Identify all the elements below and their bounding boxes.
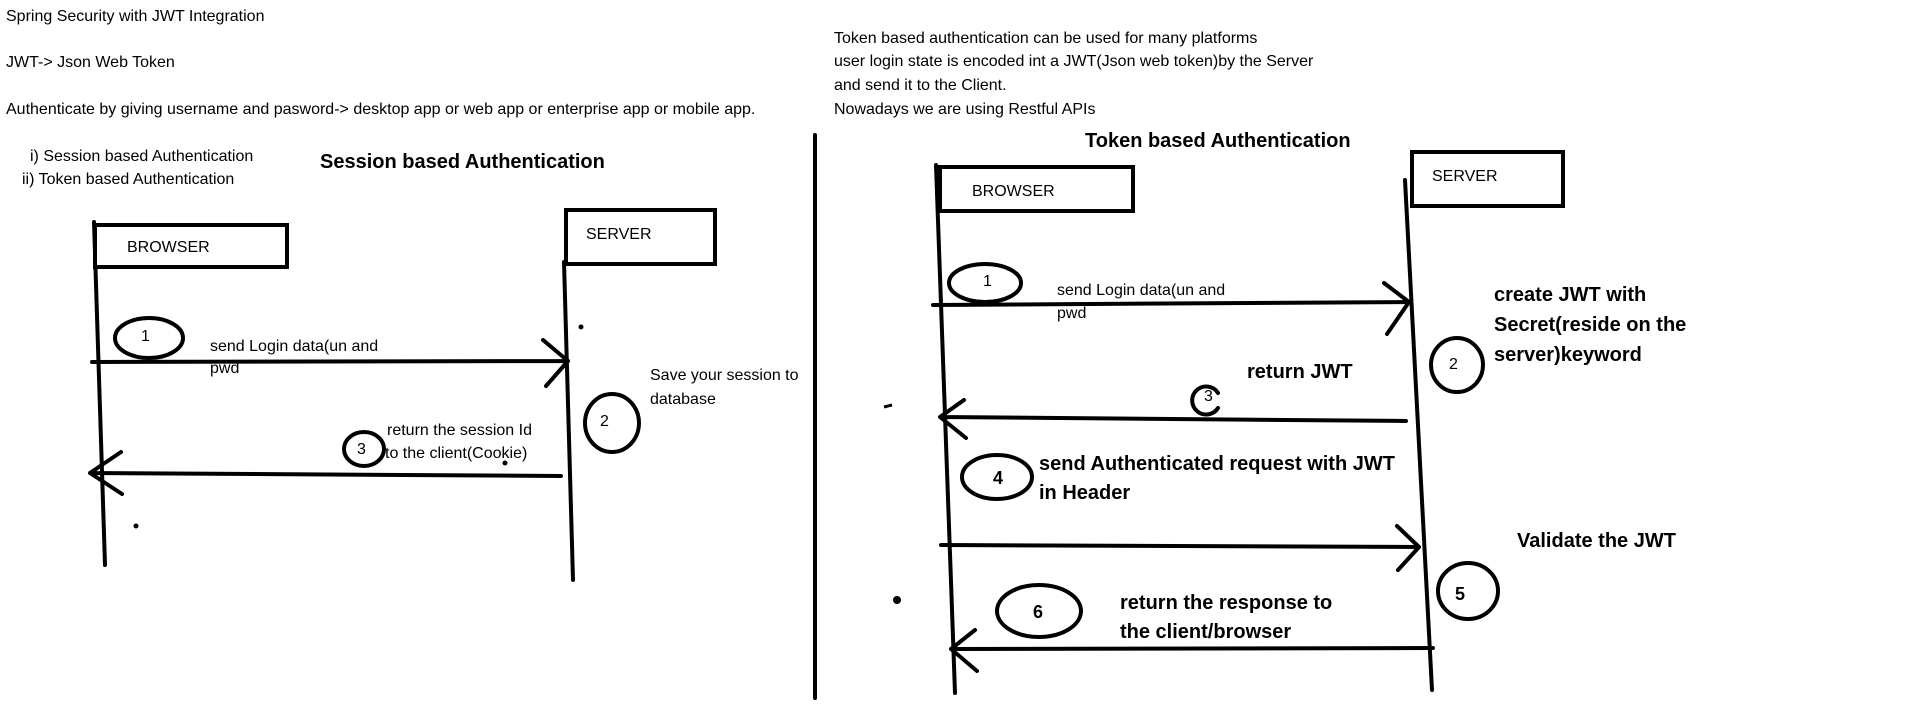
header-authenticate-note: Authenticate by giving username and pasw… <box>6 101 756 118</box>
token-step1-label-1: send Login data(un and <box>1057 282 1226 299</box>
session-server-box: SERVER <box>564 208 717 266</box>
token-step2-label-1: create JWT with <box>1494 284 1647 306</box>
token-step1-circle <box>947 262 1023 304</box>
token-step4-label-2: in Header <box>1039 482 1131 504</box>
token-server-label: SERVER <box>1432 168 1498 185</box>
token-step5-number: 5 <box>1455 584 1466 604</box>
session-browser-box: BROWSER <box>93 223 289 269</box>
token-arrow-login <box>931 281 1411 336</box>
session-step2-label-1: Save your session to <box>650 367 799 384</box>
token-step5-label: Validate the JWT <box>1517 530 1676 552</box>
session-step3-label-1: return the session Id <box>387 422 532 439</box>
session-step2-number: 2 <box>600 413 609 430</box>
session-title: Session based Authentication <box>320 151 605 173</box>
session-arrow-login <box>90 338 570 388</box>
token-arrow-auth-request <box>939 524 1421 572</box>
intro-line-3: and send it to the Client. <box>834 77 1007 94</box>
session-server-label: SERVER <box>586 226 652 243</box>
token-browser-label: BROWSER <box>972 183 1055 200</box>
session-step3-number: 3 <box>357 441 366 458</box>
stray-dot <box>133 523 139 529</box>
session-step1-label-2: pwd <box>210 360 240 377</box>
stray-mark <box>883 403 893 409</box>
intro-line-1: Token based authentication can be used f… <box>834 30 1258 47</box>
session-step1-circle <box>113 316 185 360</box>
stray-dot <box>578 324 584 330</box>
token-browser-box: BROWSER <box>938 165 1135 213</box>
token-arrow-response <box>949 628 1435 673</box>
token-step4-number: 4 <box>993 468 1004 488</box>
token-step3-number: 3 <box>1204 388 1213 405</box>
token-step1-label-2: pwd <box>1057 305 1087 322</box>
header-title: Spring Security with JWT Integration <box>6 8 265 25</box>
token-step3-circle <box>1190 384 1220 417</box>
auth-type-session: i) Session based Authentication <box>30 148 254 165</box>
token-step4-label-1: send Authenticated request with JWT <box>1039 453 1395 475</box>
stray-dot <box>893 596 901 604</box>
header-jwt-definition: JWT-> Json Web Token <box>6 54 175 71</box>
session-step2-label-2: database <box>650 391 716 408</box>
token-title: Token based Authentication <box>1085 130 1351 152</box>
token-step2-number: 2 <box>1449 356 1458 373</box>
token-step2-label-2: Secret(reside on the <box>1494 314 1687 336</box>
token-step4-circle <box>960 453 1034 501</box>
session-step1-number: 1 <box>141 328 150 345</box>
session-arrow-return <box>88 450 563 496</box>
session-browser-label: BROWSER <box>127 239 210 256</box>
intro-line-2: user login state is encoded int a JWT(Js… <box>834 53 1314 70</box>
token-step1-number: 1 <box>983 273 992 290</box>
token-step6-label-1: return the response to <box>1120 592 1333 614</box>
session-step1-label-1: send Login data(un and <box>210 338 379 355</box>
token-arrow-return-jwt <box>938 398 1408 440</box>
token-server-box: SERVER <box>1410 150 1565 208</box>
token-step5-circle <box>1436 561 1500 621</box>
stray-dot <box>502 460 508 466</box>
token-step2-label-3: server)keyword <box>1494 344 1642 366</box>
session-step3-circle <box>342 430 386 468</box>
token-step2-circle <box>1429 336 1485 394</box>
session-step3-label-2: to the client(Cookie) <box>385 445 528 462</box>
token-step6-circle <box>995 583 1083 639</box>
token-browser-lifeline <box>934 163 957 695</box>
session-step2-circle <box>583 392 641 454</box>
token-step3-label: return JWT <box>1247 361 1353 383</box>
session-server-lifeline <box>562 260 575 582</box>
token-step6-number: 6 <box>1033 602 1044 622</box>
auth-type-token: ii) Token based Authentication <box>22 171 235 188</box>
session-browser-lifeline <box>92 220 107 567</box>
intro-line-4: Nowadays we are using Restful APIs <box>834 101 1096 118</box>
token-server-lifeline <box>1403 178 1434 692</box>
token-step6-label-2: the client/browser <box>1120 621 1292 643</box>
